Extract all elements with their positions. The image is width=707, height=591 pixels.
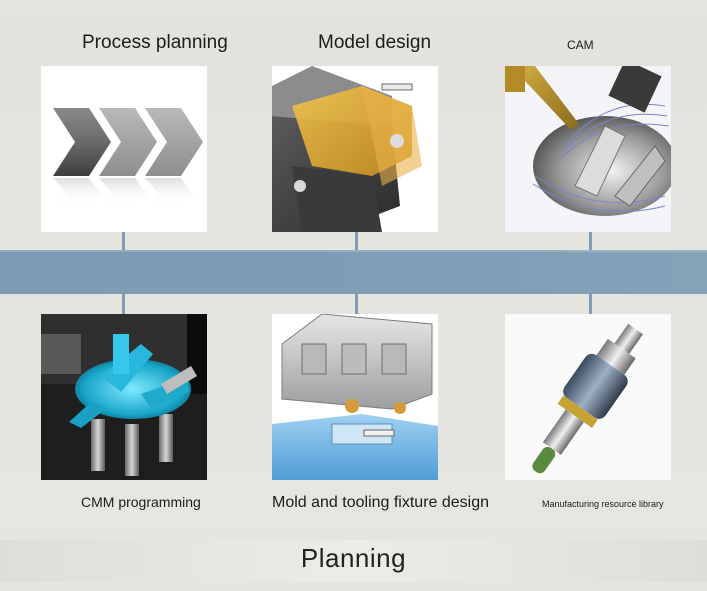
connector-cmm <box>122 294 125 314</box>
label-cmm-programming: CMM programming <box>81 494 201 510</box>
impeller-toolpath-icon <box>505 66 671 232</box>
cmm-impeller-icon <box>41 314 207 476</box>
card-cmm-programming <box>41 314 207 480</box>
timeline-band <box>0 250 707 294</box>
fixture-assembly-icon <box>272 314 438 480</box>
page-title: Planning <box>300 543 407 573</box>
bracket-model-icon <box>272 66 422 232</box>
card-cam <box>505 66 671 232</box>
connector-model-design <box>355 232 358 250</box>
timeline-band-highlight <box>0 250 707 252</box>
label-fixture-design: Mold and tooling fixture design <box>272 494 490 511</box>
label-model-design: Model design <box>318 32 432 53</box>
tool-holder-icon <box>505 314 671 480</box>
card-model-design <box>272 66 438 232</box>
label-resource-library: Manufacturing resource library <box>542 499 664 509</box>
chevron-arrows-icon <box>53 108 203 206</box>
card-process-planning <box>41 66 207 232</box>
card-resource-library <box>505 314 671 480</box>
label-cam: CAM <box>567 38 594 52</box>
card-fixture-design <box>272 314 438 480</box>
connector-fixture <box>355 294 358 314</box>
footer-bar <box>0 540 707 582</box>
connector-process-planning <box>122 232 125 250</box>
label-process-planning: Process planning <box>82 32 228 53</box>
connector-cam <box>589 232 592 250</box>
connector-resource-library <box>589 294 592 314</box>
